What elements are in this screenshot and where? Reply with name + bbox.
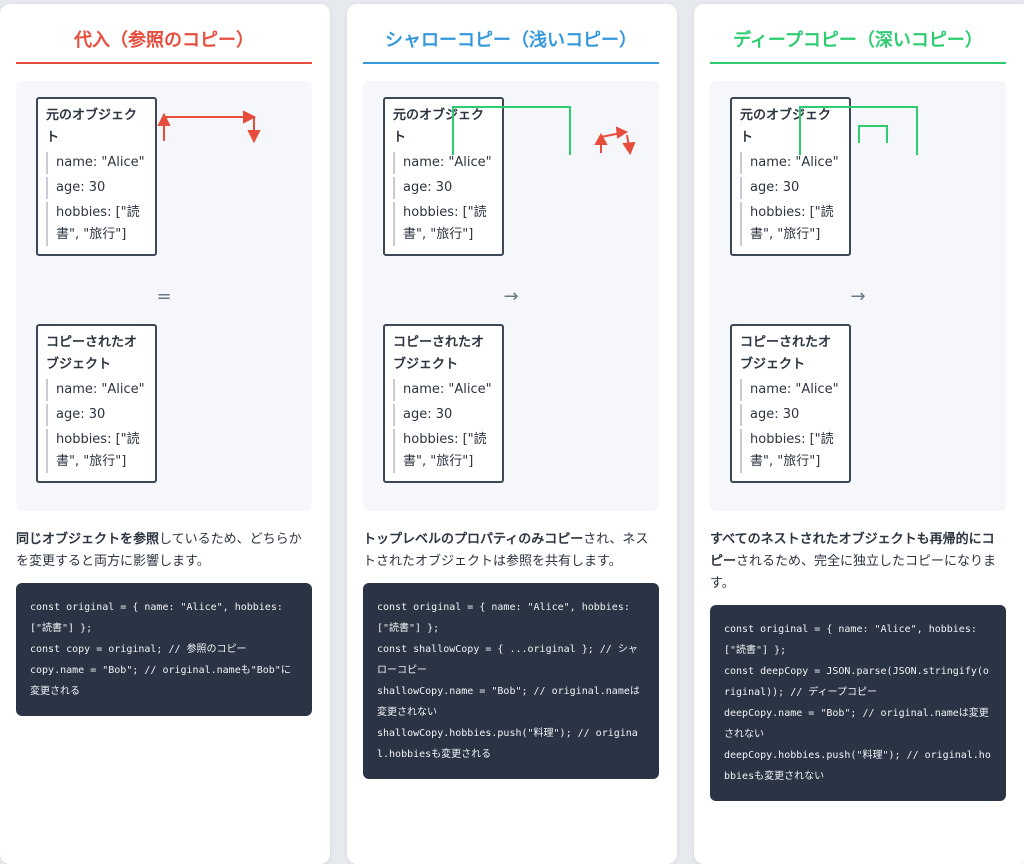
deep-copy-card: ディープコピー（深いコピー） 元のオブジェクト name: "Alice" ag… xyxy=(694,4,1024,864)
arrow-down-icon xyxy=(247,130,261,144)
reference-links xyxy=(452,106,636,156)
code-line: const copy = original; // 参照のコピー xyxy=(30,644,247,655)
title-rule xyxy=(363,62,659,64)
object-property: age: 30 xyxy=(740,404,841,426)
description-emphasis: 同じオブジェクトを参照 xyxy=(16,532,160,547)
description-emphasis: すべてのネストされたオブジェクトも再帰的にコピー xyxy=(710,532,995,569)
code-block: const original = { name: "Alice", hobbie… xyxy=(710,605,1006,801)
equals-operator: = xyxy=(156,286,172,307)
code-line: const original = { name: "Alice", hobbie… xyxy=(724,624,983,656)
object-property: age: 30 xyxy=(46,404,147,426)
arrow-down-icon xyxy=(622,141,636,156)
diagram-area: 元のオブジェクト name: "Alice" age: 30 hobbies: … xyxy=(363,81,659,511)
object-property: hobbies: ["読書", "旅行"] xyxy=(740,202,841,246)
description-text: しているため、どちらかを変更すると両方に影響します。 xyxy=(16,532,302,569)
arrow-up-icon xyxy=(594,132,608,145)
reference-links xyxy=(157,110,261,144)
arrow-operator: → xyxy=(850,286,866,307)
object-property: name: "Alice" xyxy=(740,379,841,401)
code-line: const deepCopy = JSON.parse(JSON.stringi… xyxy=(724,666,989,698)
title-rule xyxy=(16,62,312,64)
object-property: name: "Alice" xyxy=(740,152,841,174)
title-rule xyxy=(710,62,1006,64)
original-object-box: 元のオブジェクト name: "Alice" age: 30 hobbies: … xyxy=(730,97,851,256)
code-line: shallowCopy.name = "Bob"; // original.na… xyxy=(377,686,640,718)
description-text: されるため、完全に独立したコピーになります。 xyxy=(710,554,997,591)
code-line: const original = { name: "Alice", hobbie… xyxy=(377,602,636,634)
object-property: hobbies: ["読書", "旅行"] xyxy=(393,429,494,473)
arrow-operator: → xyxy=(503,286,519,307)
arrow-right-icon xyxy=(243,110,257,124)
object-title: 元のオブジェクト xyxy=(740,108,832,145)
code-line: shallowCopy.hobbies.push("料理"); // origi… xyxy=(377,728,638,760)
original-object-box: 元のオブジェクト name: "Alice" age: 30 hobbies: … xyxy=(383,97,504,256)
card-title: シャローコピー（浅いコピー） xyxy=(385,30,637,51)
object-title: コピーされたオブジェクト xyxy=(740,335,832,372)
copied-object-box: コピーされたオブジェクト name: "Alice" age: 30 hobbi… xyxy=(383,324,504,483)
copy-link xyxy=(799,106,918,155)
copy-link xyxy=(452,106,571,155)
object-property: age: 30 xyxy=(46,177,147,199)
object-property: name: "Alice" xyxy=(393,379,494,401)
card-title: 代入（参照のコピー） xyxy=(74,30,254,51)
original-object-box: 元のオブジェクト name: "Alice" age: 30 hobbies: … xyxy=(36,97,157,256)
diagram-area: 元のオブジェクト name: "Alice" age: 30 hobbies: … xyxy=(16,81,312,511)
object-title: 元のオブジェクト xyxy=(393,108,485,145)
object-property: name: "Alice" xyxy=(46,152,147,174)
reference-links xyxy=(799,106,918,155)
object-title: 元のオブジェクト xyxy=(46,108,138,145)
object-property: age: 30 xyxy=(740,177,841,199)
description: 同じオブジェクトを参照しているため、どちらかを変更すると両方に影響します。 xyxy=(16,529,312,573)
description-text: され、ネストされたオブジェクトは参照を共有します。 xyxy=(363,532,649,569)
shallow-copy-card: シャローコピー（浅いコピー） 元のオブジェクト name: "Alice" ag… xyxy=(347,4,677,864)
object-property: hobbies: ["読書", "旅行"] xyxy=(740,429,841,473)
object-title: コピーされたオブジェクト xyxy=(393,335,485,372)
assignment-card: 代入（参照のコピー） 元のオブジェクト name: "Alice" age: 3… xyxy=(0,4,330,864)
code-line: copy.name = "Bob"; // original.nameも"Bob… xyxy=(30,665,291,697)
object-property: hobbies: ["読書", "旅行"] xyxy=(46,202,147,246)
object-title: コピーされたオブジェクト xyxy=(46,335,138,372)
object-property: name: "Alice" xyxy=(393,152,494,174)
code-block: const original = { name: "Alice", hobbie… xyxy=(16,583,312,716)
diagram-area: 元のオブジェクト name: "Alice" age: 30 hobbies: … xyxy=(710,81,1006,511)
description-emphasis: トップレベルのプロパティのみコピー xyxy=(363,532,584,547)
copy-link xyxy=(858,125,888,143)
card-title: ディープコピー（深いコピー） xyxy=(733,30,983,51)
object-property: name: "Alice" xyxy=(46,379,147,401)
code-line: const shallowCopy = { ...original }; // … xyxy=(377,644,638,676)
copied-object-box: コピーされたオブジェクト name: "Alice" age: 30 hobbi… xyxy=(36,324,157,483)
description: すべてのネストされたオブジェクトも再帰的にコピーされるため、完全に独立したコピー… xyxy=(710,529,1006,595)
object-property: age: 30 xyxy=(393,177,494,199)
code-block: const original = { name: "Alice", hobbie… xyxy=(363,583,659,779)
copied-object-box: コピーされたオブジェクト name: "Alice" age: 30 hobbi… xyxy=(730,324,851,483)
arrow-right-icon xyxy=(615,126,629,139)
code-line: deepCopy.name = "Bob"; // original.nameは… xyxy=(724,708,989,740)
code-line: const original = { name: "Alice", hobbie… xyxy=(30,602,289,634)
description: トップレベルのプロパティのみコピーされ、ネストされたオブジェクトは参照を共有しま… xyxy=(363,529,659,573)
object-property: age: 30 xyxy=(393,404,494,426)
object-property: hobbies: ["読書", "旅行"] xyxy=(393,202,494,246)
code-line: deepCopy.hobbies.push("料理"); // original… xyxy=(724,750,991,782)
arrow-up-icon xyxy=(157,112,171,126)
object-property: hobbies: ["読書", "旅行"] xyxy=(46,429,147,473)
